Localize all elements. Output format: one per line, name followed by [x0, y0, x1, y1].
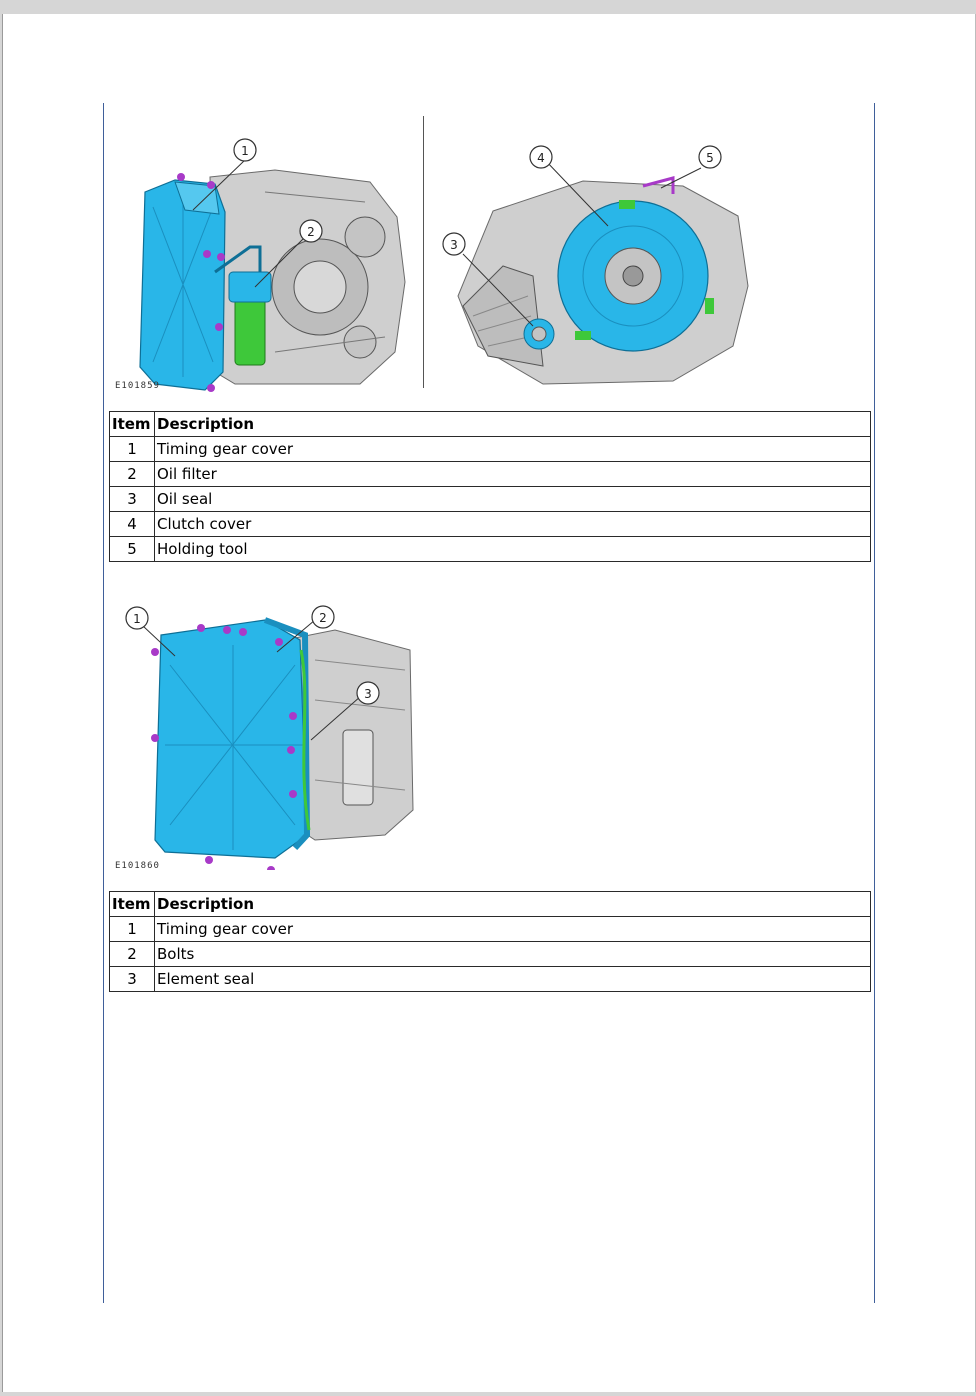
header-description: Description — [154, 411, 871, 437]
table-row: 3 Element seal — [109, 966, 871, 992]
row-item: 4 — [109, 511, 155, 537]
callout-3: 3 — [356, 681, 380, 705]
table-row: 5 Holding tool — [109, 536, 871, 562]
table-row: 3 Oil seal — [109, 486, 871, 512]
svg-text:5: 5 — [706, 151, 714, 165]
row-description: Bolts — [154, 941, 871, 967]
figure-separator — [423, 116, 424, 388]
row-description: Element seal — [154, 966, 871, 992]
table-row: 2 Bolts — [109, 941, 871, 967]
row-item: 5 — [109, 536, 155, 562]
callout-1: 1 — [125, 606, 149, 630]
callout-1: 1 — [233, 138, 257, 162]
row-description: Timing gear cover — [154, 916, 871, 942]
callout-4: 4 — [529, 145, 553, 169]
table-header-row: Item Description — [109, 411, 871, 437]
table-row: 1 Timing gear cover — [109, 916, 871, 942]
callout-2: 2 — [299, 219, 323, 243]
svg-text:1: 1 — [133, 612, 141, 626]
svg-text:1: 1 — [241, 144, 249, 158]
callout-2: 2 — [311, 605, 335, 629]
callout-5: 5 — [698, 145, 722, 169]
figure-1-left-illustration: 1 2 — [139, 138, 406, 392]
header-item: Item — [109, 891, 155, 917]
figure-2-code: E101860 — [115, 861, 160, 871]
table-row: 2 Oil filter — [109, 461, 871, 487]
svg-text:3: 3 — [450, 238, 458, 252]
row-description: Holding tool — [154, 536, 871, 562]
row-item: 2 — [109, 461, 155, 487]
callout-3: 3 — [442, 232, 466, 256]
figure-1-right-illustration: 4 3 5 — [442, 145, 749, 385]
svg-text:3: 3 — [364, 687, 372, 701]
row-item: 3 — [109, 486, 155, 512]
row-description: Oil filter — [154, 461, 871, 487]
item-table-1: Item Description 1 Timing gear cover 2 O… — [109, 411, 871, 562]
right-margin-line — [874, 103, 875, 1303]
svg-text:2: 2 — [307, 225, 315, 239]
table-header-row: Item Description — [109, 891, 871, 917]
left-margin-line — [103, 103, 104, 1303]
svg-text:2: 2 — [319, 611, 327, 625]
row-item: 3 — [109, 966, 155, 992]
row-description: Timing gear cover — [154, 436, 871, 462]
row-item: 2 — [109, 941, 155, 967]
header-item: Item — [109, 411, 155, 437]
document-page: 1 2 E101859 4 3 — [2, 14, 976, 1392]
row-item: 1 — [109, 916, 155, 942]
figure-2-illustration: 1 2 3 — [125, 605, 414, 870]
figure-1-code: E101859 — [115, 381, 160, 391]
table-row: 4 Clutch cover — [109, 511, 871, 537]
table-row: 1 Timing gear cover — [109, 436, 871, 462]
row-description: Oil seal — [154, 486, 871, 512]
item-table-2: Item Description 1 Timing gear cover 2 B… — [109, 891, 871, 992]
header-description: Description — [154, 891, 871, 917]
row-item: 1 — [109, 436, 155, 462]
svg-text:4: 4 — [537, 151, 545, 165]
row-description: Clutch cover — [154, 511, 871, 537]
